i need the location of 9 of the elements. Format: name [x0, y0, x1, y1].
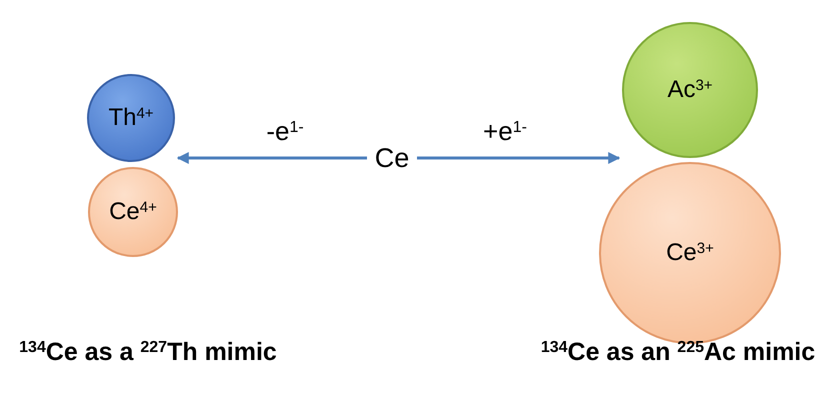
arrow — [176, 152, 367, 164]
element-label: Ce — [367, 145, 417, 172]
ion-label: Th$^{4+}$ — [108, 106, 154, 130]
caption-text: $^{134}$Ce as an $^{225}$Ac mimic — [540, 337, 816, 368]
ion-label: Ce$^{3+}$ — [666, 241, 714, 265]
ion-label: Ce$^{4+}$ — [109, 200, 157, 224]
caption-text: $^{134}$Ce as a $^{227}$Th mimic — [18, 337, 278, 368]
ion-label: Ac$^{3+}$ — [667, 78, 713, 102]
arrow — [417, 152, 620, 164]
